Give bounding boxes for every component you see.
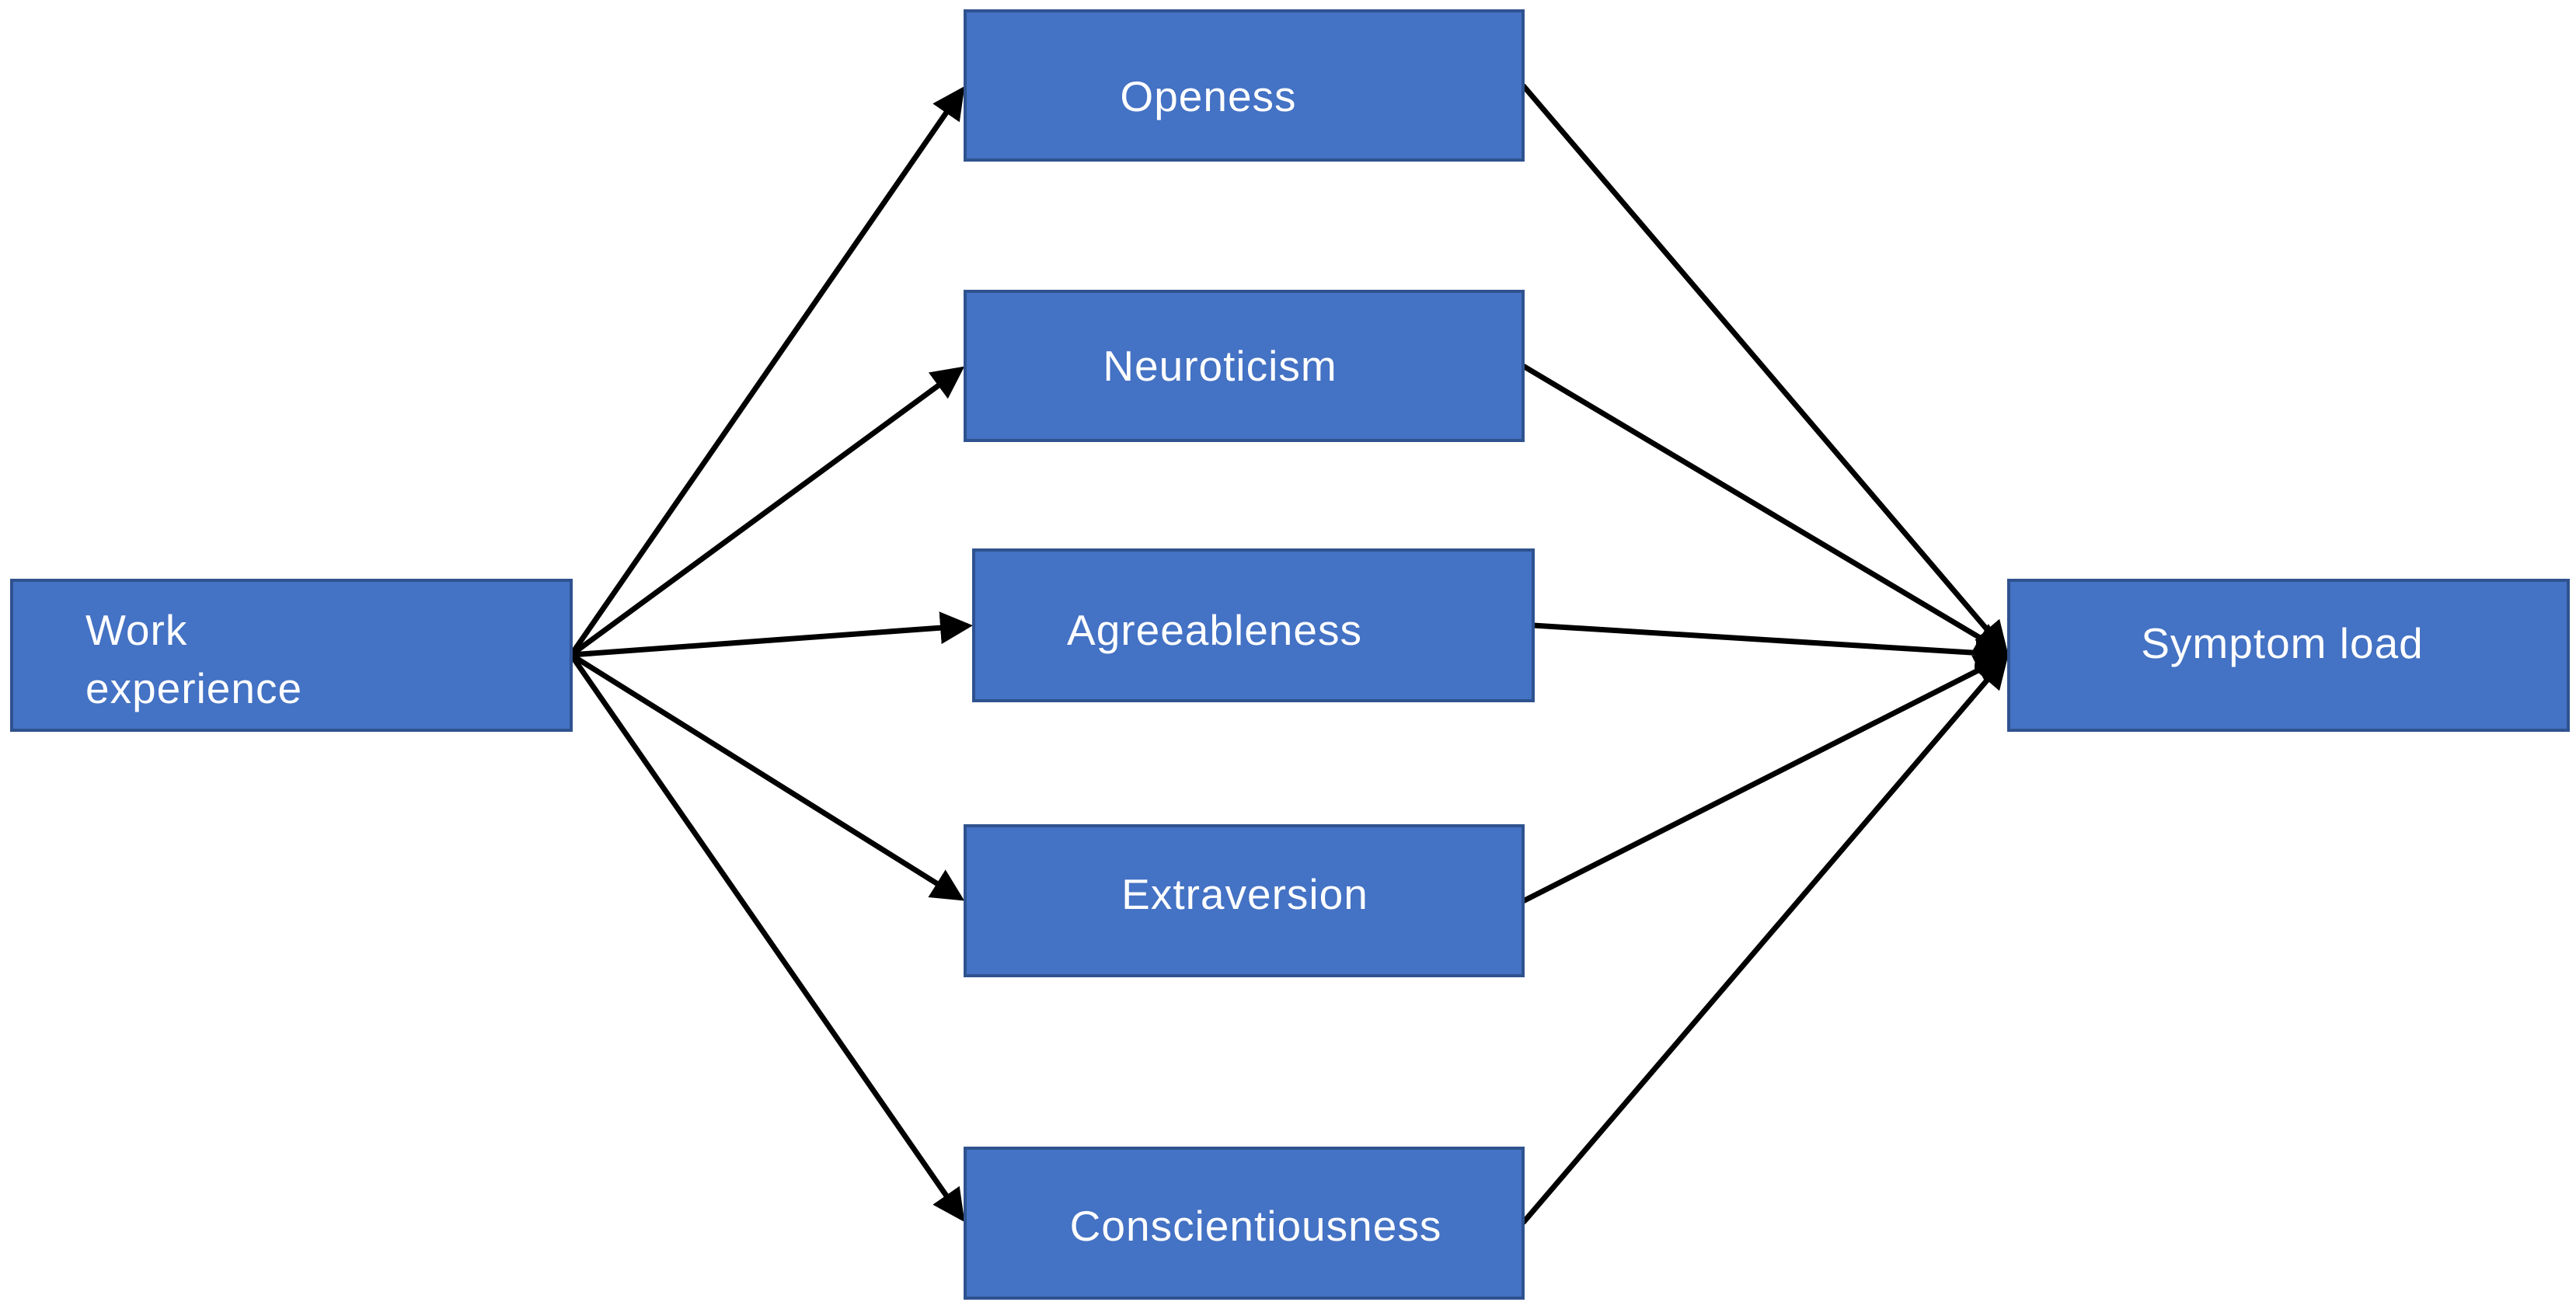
neuroticism-label: Neuroticism: [1103, 342, 1337, 390]
arrow-work-experience-to-openess: [569, 85, 965, 656]
neuroticism-box: [964, 290, 1525, 442]
work-experience-label-line2: experience: [85, 664, 302, 712]
edges-group: [569, 83, 2009, 1225]
node-openess: Openess: [964, 9, 1525, 162]
symptom-load-label: Symptom load: [2141, 619, 2424, 667]
work-experience-box: [10, 579, 573, 732]
node-neuroticism: Neuroticism: [964, 290, 1525, 442]
openess-box: [964, 9, 1525, 162]
work-experience-label-line1: Work: [85, 606, 187, 654]
arrow-work-experience-to-conscientiousness: [569, 653, 965, 1223]
arrow-work-experience-to-extraversion: [570, 653, 965, 901]
node-symptom-load: Symptom load: [2007, 579, 2570, 732]
agreeableness-box: [972, 548, 1535, 702]
node-work-experience: Work experience: [10, 579, 573, 732]
arrow-agreeableness-to-symptom-load: [1532, 622, 2009, 670]
arrow-work-experience-to-agreeableness: [570, 611, 974, 658]
arrow-neuroticism-to-symptom-load: [1522, 363, 2009, 655]
conscientiousness-box: [964, 1147, 1525, 1300]
extraversion-box: [964, 824, 1525, 977]
agreeableness-label: Agreeableness: [1067, 606, 1362, 654]
arrow-extraversion-to-symptom-load: [1522, 655, 2009, 904]
node-conscientiousness: Conscientiousness: [964, 1147, 1525, 1300]
node-agreeableness: Agreeableness: [972, 548, 1535, 702]
arrow-openess-to-symptom-load: [1521, 83, 2009, 655]
arrow-work-experience-to-neuroticism: [569, 366, 965, 657]
openess-label: Openess: [1120, 72, 1296, 120]
arrow-conscientiousness-to-symptom-load: [1521, 655, 2009, 1225]
conscientiousness-label: Conscientiousness: [1070, 1202, 1442, 1250]
symptom-load-box: [2007, 579, 2570, 732]
extraversion-label: Extraversion: [1121, 870, 1368, 918]
node-extraversion: Extraversion: [964, 824, 1525, 977]
